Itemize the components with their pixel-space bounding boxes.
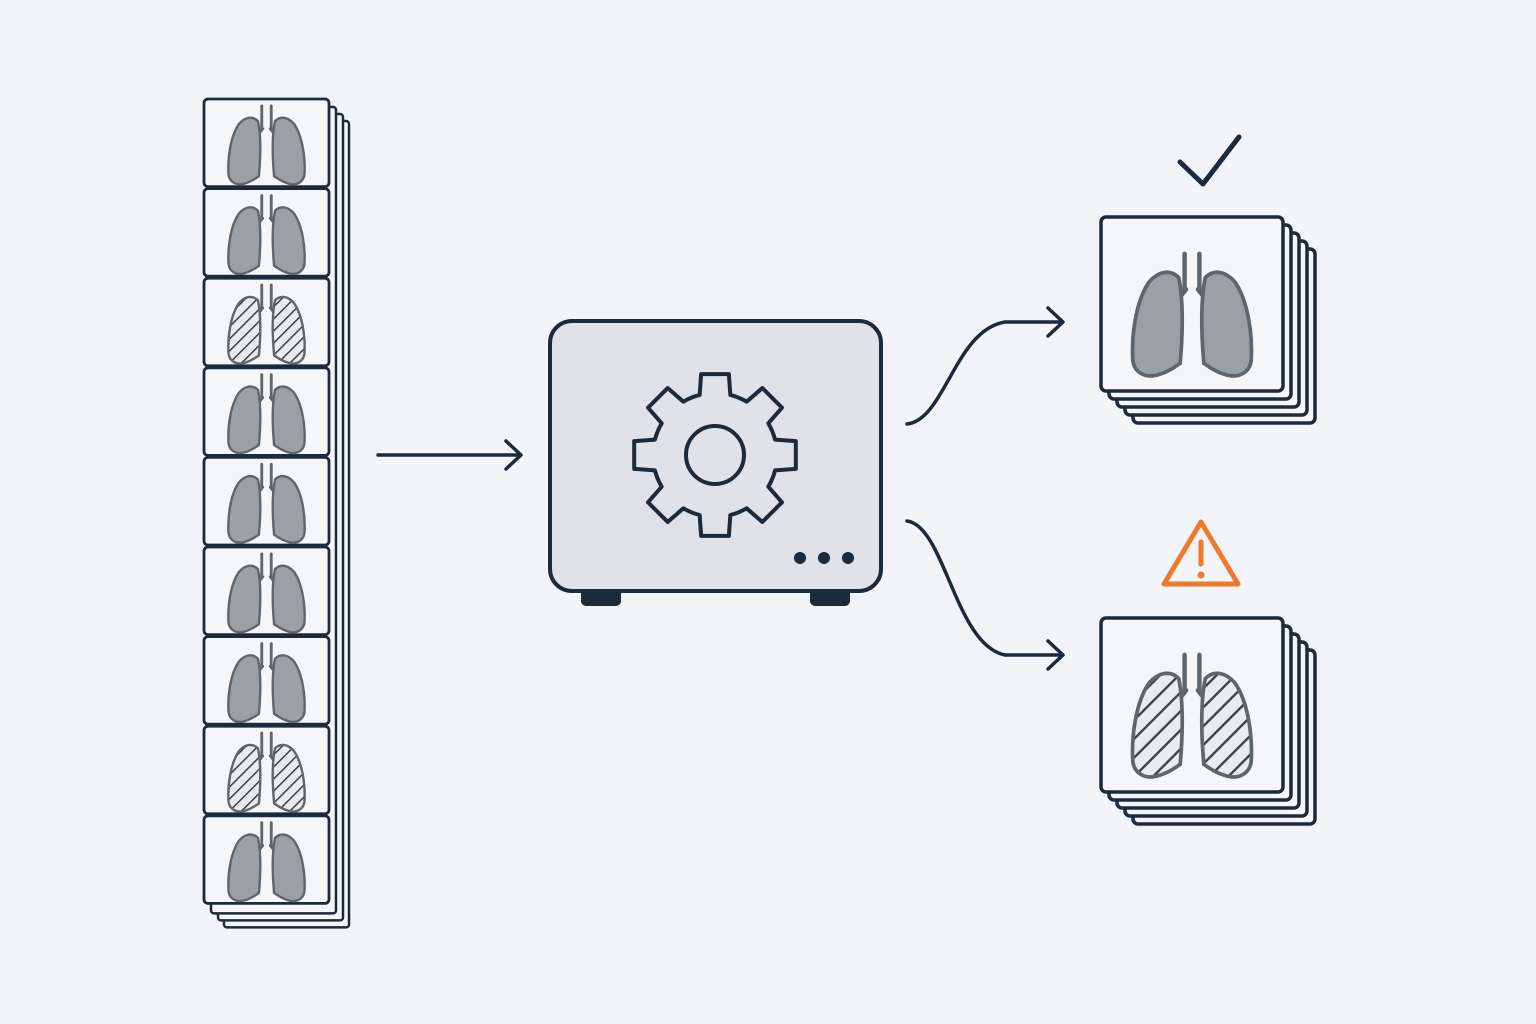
input-slide	[202, 97, 331, 188]
processor-body	[548, 319, 883, 593]
indicator-dot	[794, 552, 806, 564]
input-image-stack	[202, 97, 351, 929]
input-arrowhead	[504, 439, 523, 471]
processor-machine	[548, 319, 883, 606]
input-slide	[202, 366, 331, 457]
output-arrow-normal	[905, 320, 1064, 426]
output-stack-normal	[1099, 215, 1317, 425]
output-front-card	[1099, 616, 1285, 794]
checkmark-icon	[1177, 134, 1242, 187]
indicator-dot	[818, 552, 830, 564]
input-slide	[202, 814, 331, 905]
input-slide	[202, 635, 331, 726]
input-slide	[202, 455, 331, 547]
input-slide	[202, 276, 331, 368]
gear-icon	[632, 372, 798, 538]
input-slide	[202, 545, 331, 636]
output-front-card	[1099, 215, 1285, 393]
output-stack-abnormal	[1099, 616, 1317, 826]
indicator-dot	[842, 552, 854, 564]
indicator-dots	[794, 552, 854, 564]
input-slide	[202, 724, 331, 816]
output-arrowhead-abnormal	[1046, 639, 1065, 671]
warning-icon	[1161, 519, 1241, 587]
input-slide	[202, 187, 331, 278]
output-arrow-abnormal	[905, 519, 1064, 657]
output-arrowhead-normal	[1046, 306, 1065, 338]
